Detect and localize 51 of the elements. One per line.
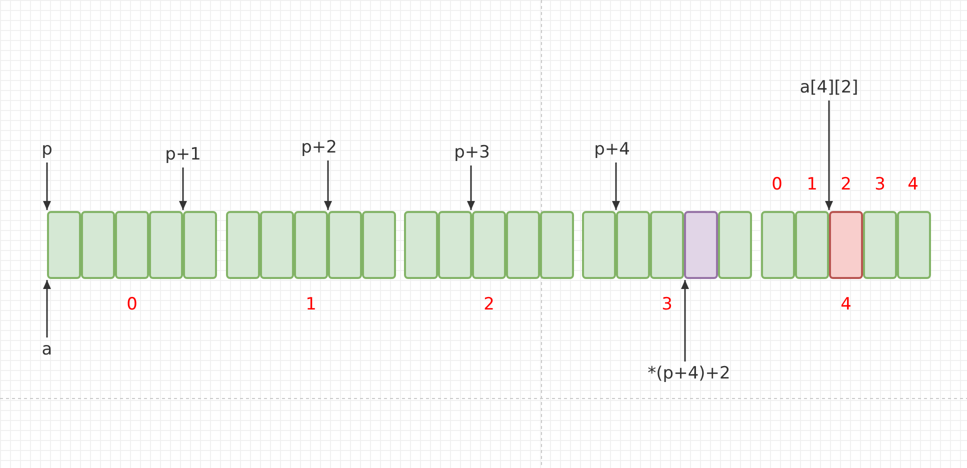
array-cell xyxy=(362,211,396,279)
arrow xyxy=(324,160,332,210)
pointer-label: a xyxy=(42,342,52,358)
array-cell xyxy=(226,211,260,279)
array-cell xyxy=(81,211,115,279)
row-index: 1 xyxy=(306,296,316,314)
row-index: 4 xyxy=(840,296,852,314)
pointer-label: a[4][2] xyxy=(800,80,858,96)
column-index: 3 xyxy=(874,176,886,194)
arrow xyxy=(825,100,833,210)
array-cell xyxy=(582,211,616,279)
arrow xyxy=(467,166,475,210)
row-index: 2 xyxy=(484,296,494,314)
array-cell xyxy=(47,211,81,279)
array-cell xyxy=(183,211,217,279)
array-cell xyxy=(404,211,438,279)
row-index: 0 xyxy=(126,296,138,314)
pointer-label: p+4 xyxy=(594,142,630,158)
arrow xyxy=(681,280,689,362)
array-cell xyxy=(438,211,472,279)
array-cell xyxy=(718,211,752,279)
pointer-label: p+3 xyxy=(454,144,490,162)
array-cell xyxy=(616,211,650,279)
column-index: 1 xyxy=(806,176,818,194)
pointer-label: p+2 xyxy=(301,140,337,156)
column-index: 0 xyxy=(772,176,782,194)
array-cell xyxy=(540,211,574,279)
array-cell xyxy=(328,211,362,279)
array-cell xyxy=(294,211,328,279)
pointer-label: p xyxy=(42,142,52,158)
row-index: 3 xyxy=(662,296,672,314)
column-index: 4 xyxy=(908,176,918,194)
arrow xyxy=(179,168,187,210)
array-cell xyxy=(761,211,795,279)
array-cell xyxy=(506,211,540,279)
array-cell xyxy=(795,211,829,279)
array-cell xyxy=(115,211,149,279)
arrow xyxy=(43,280,51,338)
arrow xyxy=(43,162,51,210)
array-cell xyxy=(260,211,294,279)
array-cell xyxy=(863,211,897,279)
array-cell xyxy=(829,211,863,279)
arrow xyxy=(612,162,620,210)
array-cell xyxy=(472,211,506,279)
column-index: 2 xyxy=(840,176,852,194)
array-cell xyxy=(684,211,718,279)
array-cell xyxy=(897,211,931,279)
pointer-label: *(p+4)+2 xyxy=(648,366,730,382)
array-cell xyxy=(149,211,183,279)
pointer-label: p+1 xyxy=(165,146,201,164)
array-cell xyxy=(650,211,684,279)
